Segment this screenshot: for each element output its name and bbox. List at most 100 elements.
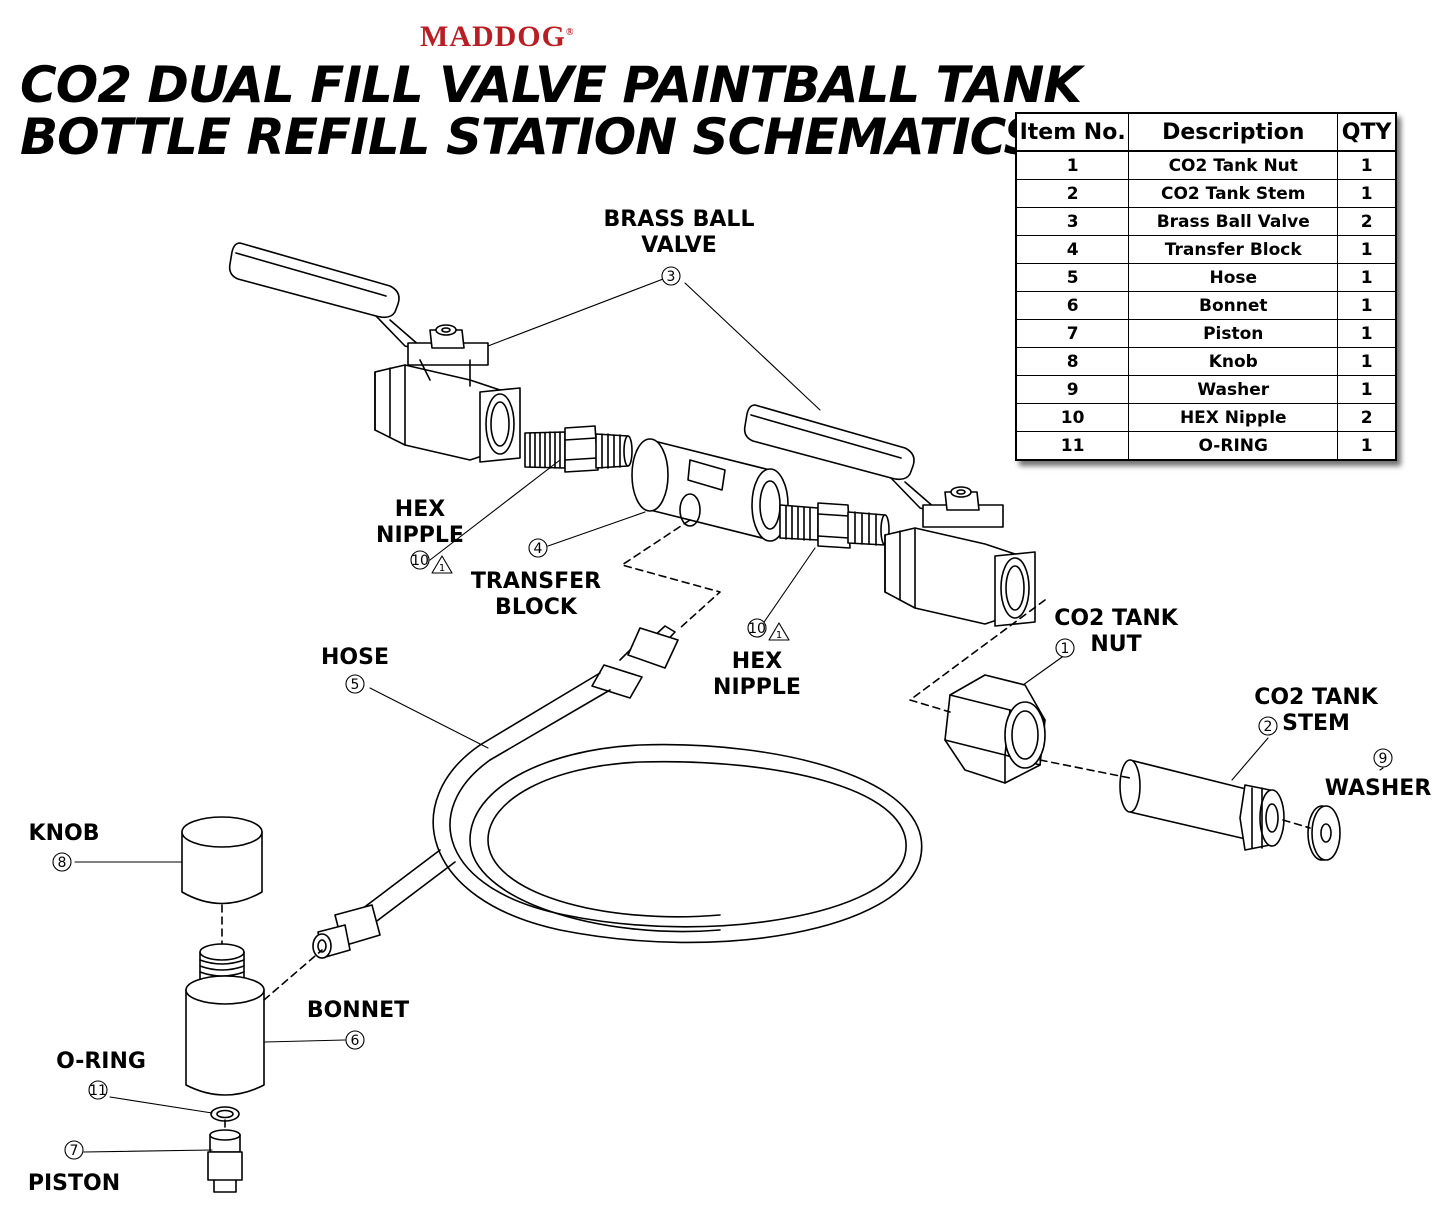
cell-qty: 1 [1337,291,1397,320]
label-o-ring: O-RING [56,1049,146,1074]
co2-tank-nut [944,674,1046,784]
bonnet [185,943,265,1096]
cell-item-no: 10 [1015,403,1130,432]
page-title-line-1: CO2 DUAL FILL VALVE PAINTBALL TANK [20,56,1082,114]
left-hex-nipple [524,425,633,473]
column-header-item-no: Item No. [1015,112,1130,152]
label-hex-nipple-right-line1: HEX [732,649,782,674]
callout-number-bonnet: 6 [351,1033,360,1049]
callout-number-co2-tank-stem: 2 [1264,719,1273,735]
label-hex-nipple-right-line2: NIPPLE [713,675,801,700]
label-knob: KNOB [29,821,100,846]
label-brass-ball-valve-line1: BRASS BALL [604,207,755,232]
cell-qty: 1 [1337,150,1397,180]
right-hex-nipple [779,502,890,549]
cell-qty: 1 [1337,263,1397,292]
co2-tank-stem [1119,759,1285,851]
hose [312,625,923,959]
cell-qty: 2 [1337,403,1397,432]
callout-number-o-ring: 11 [89,1083,107,1099]
left-ball-valve [228,242,521,463]
cell-item-no: 3 [1015,207,1130,236]
cell-item-no: 6 [1015,291,1130,320]
callout-flag-hex-nipple-right: 1 [776,630,782,641]
piston [207,1129,243,1193]
label-hex-nipple-left-line2: NIPPLE [376,523,464,548]
label-hex-nipple-left-line1: HEX [395,497,445,522]
page-title-line-2: BOTTLE REFILL STATION SCHEMATICS [20,108,1040,166]
cell-qty: 1 [1337,431,1397,461]
label-transfer-block-line2: BLOCK [495,595,578,620]
label-co2-tank-nut-line2: NUT [1090,632,1141,657]
cell-description: HEX Nipple [1128,403,1339,432]
right-ball-valve [743,404,1036,627]
cell-qty: 1 [1337,179,1397,208]
column-header-description: Description [1128,112,1339,152]
cell-description: Brass Ball Valve [1128,207,1339,236]
callout-number-knob: 8 [58,855,67,871]
label-washer: WASHER [1325,776,1432,801]
washer [1307,805,1341,861]
cell-qty: 2 [1337,207,1397,236]
parts-table-header-row: Item No. Description QTY [1015,112,1397,152]
cell-description: Piston [1128,319,1339,348]
cell-item-no: 4 [1015,235,1130,264]
cell-item-no: 2 [1015,179,1130,208]
callout-number-washer: 9 [1379,751,1388,767]
label-brass-ball-valve-line2: VALVE [641,233,717,258]
cell-description: Washer [1128,375,1339,404]
callout-number-hose: 5 [351,677,360,693]
label-piston: PISTON [28,1171,120,1196]
cell-description: Bonnet [1128,291,1339,320]
label-hose: HOSE [321,645,389,670]
cell-item-no: 5 [1015,263,1130,292]
label-transfer-block-line1: TRANSFER [471,569,601,594]
callout-number-co2-tank-nut: 1 [1061,641,1070,657]
cell-qty: 1 [1337,235,1397,264]
callout-number-transfer-block: 4 [534,541,543,557]
cell-description: CO2 Tank Nut [1128,150,1339,180]
o-ring [210,1106,240,1122]
column-header-qty: QTY [1337,112,1397,152]
cell-description: Transfer Block [1128,235,1339,264]
callout-number-piston: 7 [70,1143,79,1159]
label-co2-tank-nut-line1: CO2 TANK [1054,606,1179,631]
label-co2-tank-stem-line1: CO2 TANK [1254,685,1379,710]
cell-item-no: 1 [1015,150,1130,180]
cell-description: Knob [1128,347,1339,376]
transfer-block [631,438,789,542]
label-co2-tank-stem-line2: STEM [1282,711,1350,736]
cell-item-no: 7 [1015,319,1130,348]
callout-flag-hex-nipple-left: 1 [439,563,445,574]
cell-item-no: 8 [1015,347,1130,376]
cell-item-no: 9 [1015,375,1130,404]
cell-qty: 1 [1337,347,1397,376]
callout-bubbles [52,266,1393,1160]
cell-qty: 1 [1337,319,1397,348]
brand-logo: MADDOG® [420,20,575,53]
callout-number-brass-ball-valve: 3 [667,269,676,285]
leader-lines [74,275,1384,1153]
label-bonnet: BONNET [307,998,409,1023]
callout-number-hex-nipple-left: 10 [411,553,429,569]
knob [181,816,263,905]
assembly-lines [221,519,1311,1133]
cell-qty: 1 [1337,375,1397,404]
cell-description: O-RING [1128,431,1339,461]
cell-description: CO2 Tank Stem [1128,179,1339,208]
cell-item-no: 11 [1015,431,1130,461]
